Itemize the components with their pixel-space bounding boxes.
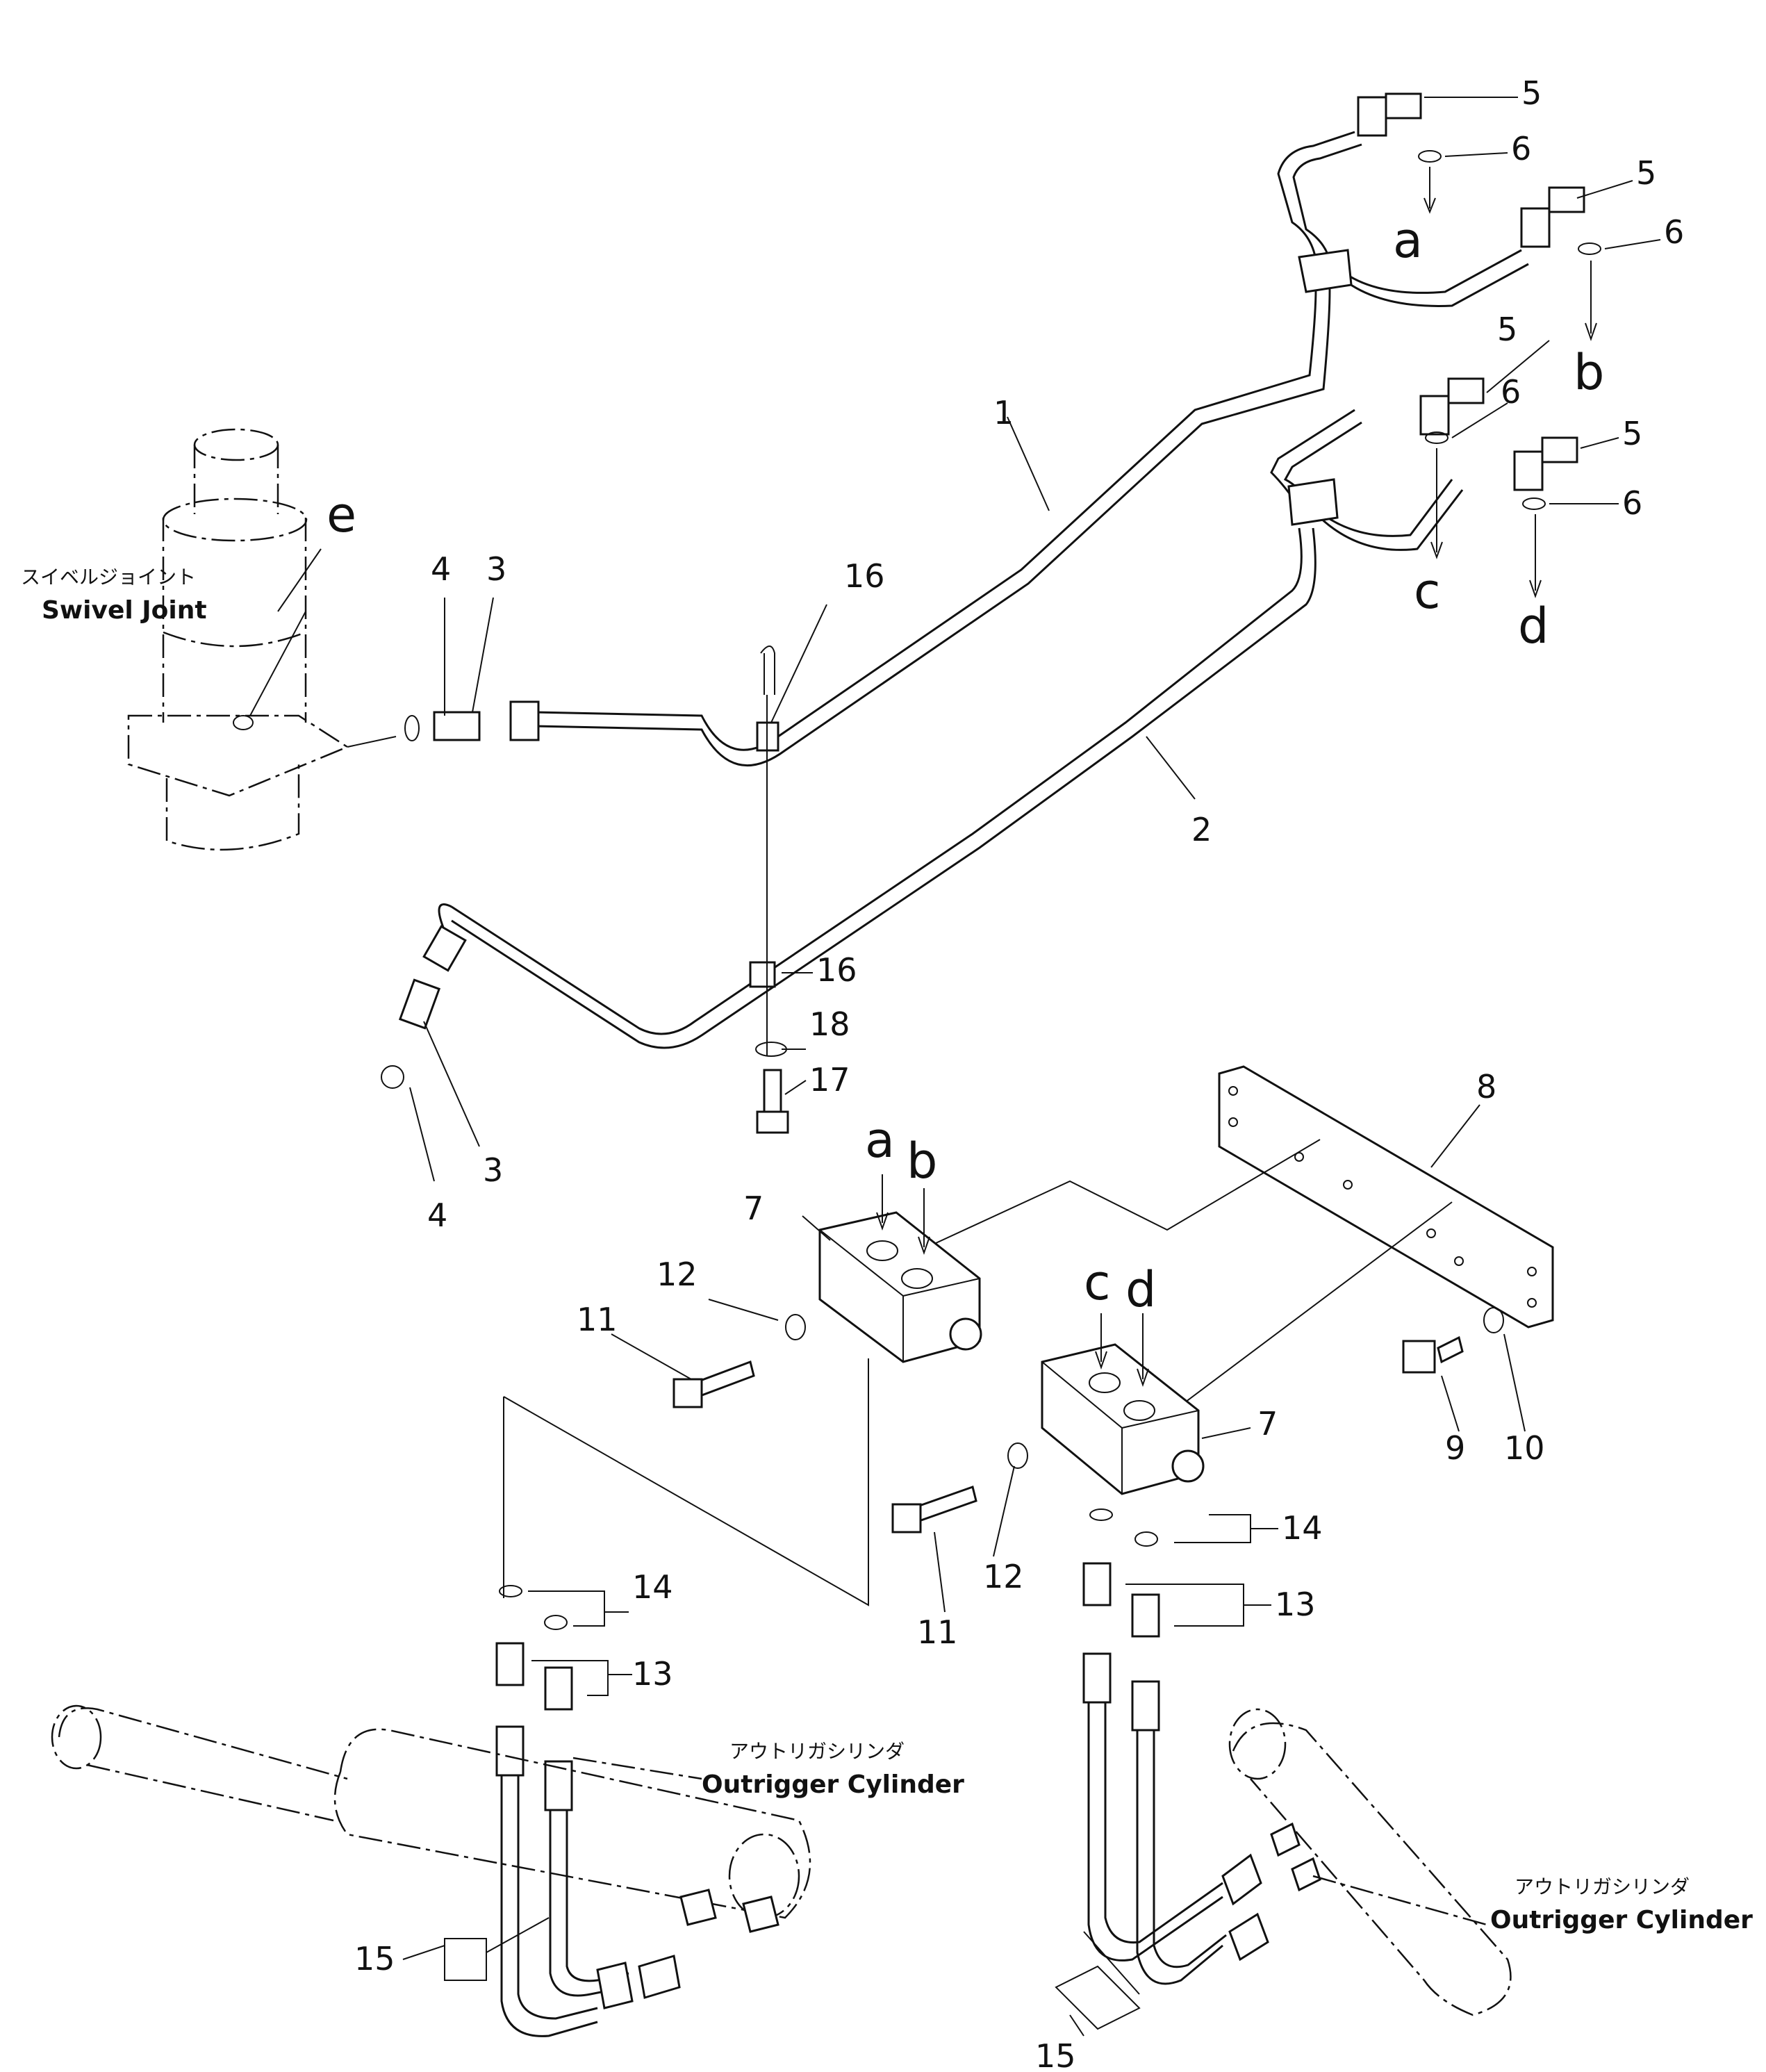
part-number-6-d: 6 (1622, 484, 1642, 522)
part-number-4-lower: 4 (427, 1197, 447, 1234)
part-number-9: 9 (1445, 1429, 1465, 1467)
part-number-14-right: 14 (1282, 1509, 1323, 1547)
hoses-15-right (1082, 1652, 1269, 1985)
bracket-leader-lower (1146, 1201, 1453, 1432)
part-number-8: 8 (1476, 1068, 1496, 1105)
part-number-15-right: 15 (1035, 2037, 1076, 2072)
hoses-15-left (495, 1725, 681, 2037)
part-number-5-c: 5 (1497, 311, 1517, 348)
port-e-leader (249, 611, 306, 716)
washer-12-left (785, 1314, 806, 1340)
part-number-3-lower: 3 (483, 1151, 503, 1189)
bracket-holes (1228, 1086, 1537, 1308)
tube-1-nut (509, 700, 540, 741)
part-number-6-a: 6 (1511, 130, 1531, 167)
part-number-17: 17 (809, 1061, 850, 1099)
part-number-1: 1 (993, 394, 1014, 431)
elbow-fittings-5 (1357, 92, 1585, 491)
part-number-12-right: 12 (983, 1558, 1024, 1595)
o-ring-4-upper (404, 715, 420, 741)
part-number-13-left: 13 (632, 1655, 673, 1693)
port-arrows-upper (1423, 167, 1597, 599)
swivel-to-oring-leader (347, 736, 397, 748)
swivel-joint (127, 428, 349, 851)
u-bolt (760, 646, 775, 695)
port-d-upper: d (1518, 598, 1549, 655)
port-b-lower: b (907, 1133, 937, 1190)
part-number-5-d: 5 (1622, 415, 1642, 452)
tube-2-nut (422, 925, 467, 972)
bolt-11-left (672, 1360, 755, 1408)
part-number-11-left: 11 (577, 1301, 618, 1338)
valve-left-leader-frame (503, 1358, 869, 1606)
port-c-upper: c (1414, 563, 1441, 620)
valve-block-7-right (1041, 1343, 1205, 1495)
outrigger-cylinder-right-en-label: Outrigger Cylinder (1490, 1906, 1753, 1934)
part-number-5-b: 5 (1636, 154, 1656, 192)
swivel-joint-en-label: Swivel Joint (42, 596, 207, 625)
outrigger-cylinder-right (1228, 1708, 1512, 2016)
valve-block-7-left (818, 1211, 982, 1363)
clamp-16-lower (749, 961, 776, 988)
o-rings-14 (499, 1508, 1158, 1630)
right-cylinder-label-leader (1312, 1875, 1487, 1926)
part-number-7-right: 7 (1257, 1405, 1278, 1442)
fitting-3-upper (433, 711, 481, 741)
part-number-13-right: 13 (1275, 1586, 1316, 1623)
outrigger-cylinder-right-jp-label: アウトリガシリンダ (1515, 1875, 1690, 1898)
washer-12-right (1007, 1442, 1028, 1469)
washer-10 (1483, 1307, 1504, 1333)
part-number-3-upper: 3 (486, 550, 506, 588)
swivel-joint-jp-label: スイベルジョイント (21, 566, 196, 589)
part-number-11-right: 11 (917, 1613, 958, 1651)
port-b-upper: b (1574, 344, 1604, 401)
bracket-8 (1218, 1065, 1554, 1329)
port-a-upper: a (1393, 212, 1423, 269)
part-number-14-left: 14 (632, 1568, 673, 1606)
part-number-18: 18 (809, 1005, 850, 1043)
leader-lines (402, 97, 1661, 2037)
part-number-5-a: 5 (1521, 74, 1542, 112)
port-c-lower: c (1084, 1254, 1111, 1311)
port-d-lower: d (1125, 1261, 1156, 1318)
tube-1 (534, 131, 1529, 767)
fittings-13 (495, 1562, 1160, 1711)
part-number-15-left: 15 (354, 1940, 395, 1978)
outrigger-cylinder-left-jp-label: アウトリガシリンダ (729, 1740, 905, 1763)
part-number-16-upper: 16 (844, 557, 885, 595)
fitting-3-lower (398, 978, 441, 1030)
part-number-7-left: 7 (743, 1190, 764, 1227)
port-e-arrow (277, 548, 322, 612)
tube-2 (451, 409, 1464, 1049)
part-number-12-left: 12 (657, 1256, 698, 1293)
part-number-16-lower: 16 (816, 951, 857, 989)
part-number-6-b: 6 (1664, 213, 1684, 251)
o-rings-6 (1418, 150, 1601, 510)
part-number-6-c: 6 (1501, 373, 1521, 411)
o-ring-4-lower (381, 1065, 404, 1089)
left-cylinder-label-leader (572, 1757, 702, 1780)
part-number-10: 10 (1504, 1429, 1545, 1467)
part-number-4-upper: 4 (431, 550, 451, 588)
port-e-label: e (327, 486, 356, 543)
bracket-leader-upper (934, 1139, 1321, 1244)
port-arrows-valves (876, 1174, 1149, 1388)
bolt-9 (1402, 1335, 1464, 1374)
outrigger-cylinder-left (51, 1704, 811, 1933)
bolt-11-right (891, 1486, 977, 1534)
outrigger-cylinder-left-en-label: Outrigger Cylinder (702, 1770, 964, 1799)
part-number-2: 2 (1191, 811, 1212, 848)
bolt-17 (756, 1069, 789, 1134)
port-a-lower: a (865, 1112, 895, 1169)
